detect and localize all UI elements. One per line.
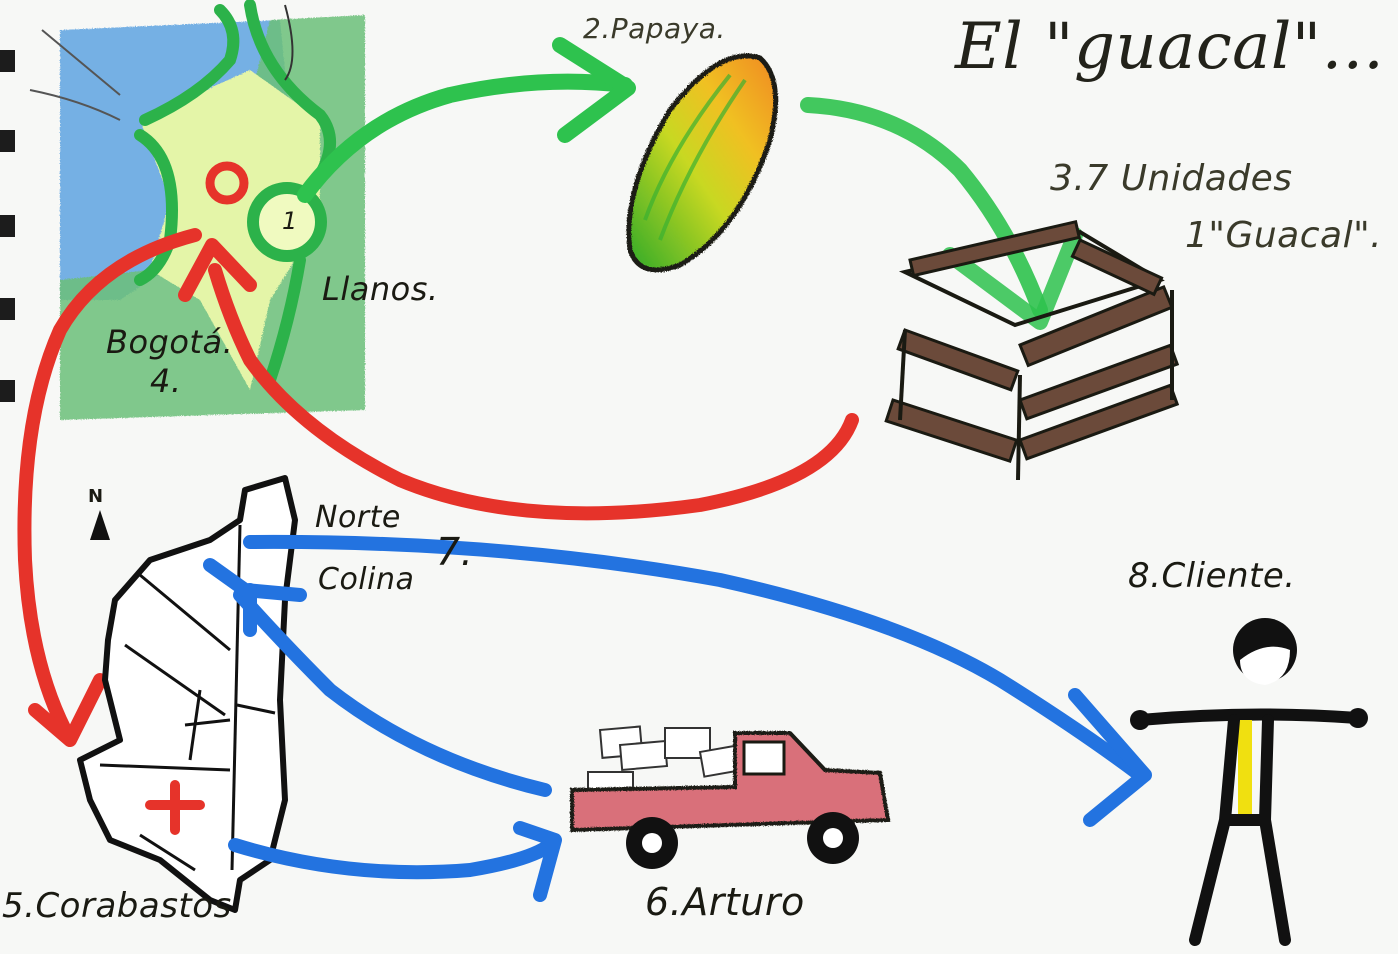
step-2-label: 2.Papaya. <box>583 12 726 45</box>
step-4-label: Bogotá. <box>106 323 234 361</box>
green-arrow-to-crate <box>800 97 1083 330</box>
pickup-truck-icon <box>570 725 891 869</box>
step-7-number: 7. <box>436 530 474 574</box>
notebook-binder-rings <box>0 50 15 402</box>
step-8-label: 8.Cliente. <box>1128 556 1296 596</box>
step-4-number: 4. <box>150 362 182 400</box>
step-5-label: 5.Corabastos <box>2 886 232 926</box>
stick-figure-icon <box>1130 618 1368 946</box>
step-6-label: 6.Arturo <box>645 880 805 924</box>
step-1-label: Llanos. <box>322 270 439 308</box>
page-title: El "guacal"... <box>955 10 1385 84</box>
blue-arrow-to-cliente <box>243 534 1152 827</box>
green-arrow-to-papaya <box>297 37 636 203</box>
step-3-sublabel: 1"Guacal". <box>1185 215 1383 256</box>
papaya-icon <box>626 53 779 273</box>
blue-arrow-to-norte-colina <box>203 558 552 797</box>
crate-icon <box>884 219 1180 481</box>
step-7-norte: Norte <box>315 500 401 535</box>
red-arrow-to-corabastos <box>17 228 202 747</box>
colombia-region-map-icon <box>29 0 365 420</box>
red-arrow-to-bogota <box>178 238 859 521</box>
north-indicator: N <box>88 486 104 507</box>
blue-arrow-to-truck <box>228 821 562 902</box>
step-1-marker: 1 <box>282 207 298 235</box>
step-7-colina: Colina <box>318 562 415 597</box>
step-3-label: 3.7 Unidades <box>1050 158 1293 199</box>
